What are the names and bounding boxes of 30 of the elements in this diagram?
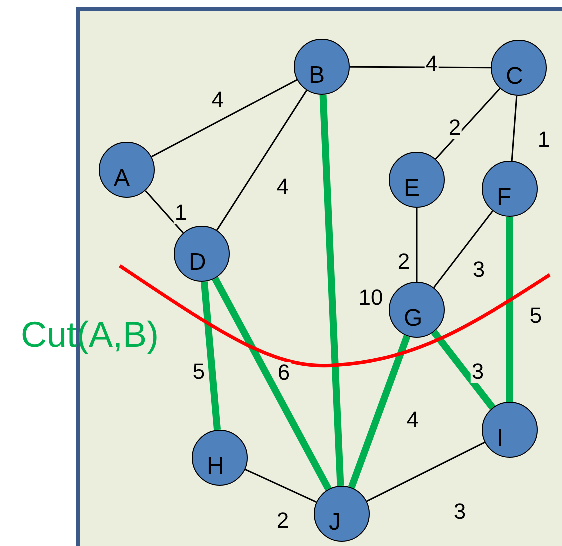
highlighted-edge xyxy=(212,277,332,491)
highlighted-edge xyxy=(200,282,222,430)
edge-line xyxy=(511,96,518,162)
edge-line xyxy=(151,79,298,158)
edge-line xyxy=(245,469,317,503)
edge-line xyxy=(216,90,308,231)
weight-label: 10 xyxy=(358,287,384,309)
vertex-label: D xyxy=(189,251,206,275)
highlighted-edge xyxy=(506,217,514,402)
edge-line xyxy=(433,210,494,288)
edge-label: 2 xyxy=(448,117,462,139)
edge-label: 1 xyxy=(174,202,188,224)
vertex-label: J xyxy=(329,511,341,535)
edge-line xyxy=(416,208,418,282)
edge-line xyxy=(435,88,501,160)
highlighted-edge xyxy=(320,94,344,486)
edge-line xyxy=(145,190,184,234)
vertex-label: H xyxy=(207,455,224,479)
vertex-label: I xyxy=(497,427,504,451)
vertex-label: C xyxy=(506,65,524,89)
vertex-label: G xyxy=(404,307,423,331)
highlighted-edge xyxy=(348,335,411,489)
highlighted-edge xyxy=(431,330,496,410)
edge-line xyxy=(350,66,491,69)
vertex-label: A xyxy=(114,167,130,191)
edge-line xyxy=(366,442,486,502)
vertex-label: E xyxy=(404,177,420,201)
vertex-label: B xyxy=(309,64,326,88)
edge-label: 3 xyxy=(470,361,486,383)
vertex-label: F xyxy=(497,186,512,210)
